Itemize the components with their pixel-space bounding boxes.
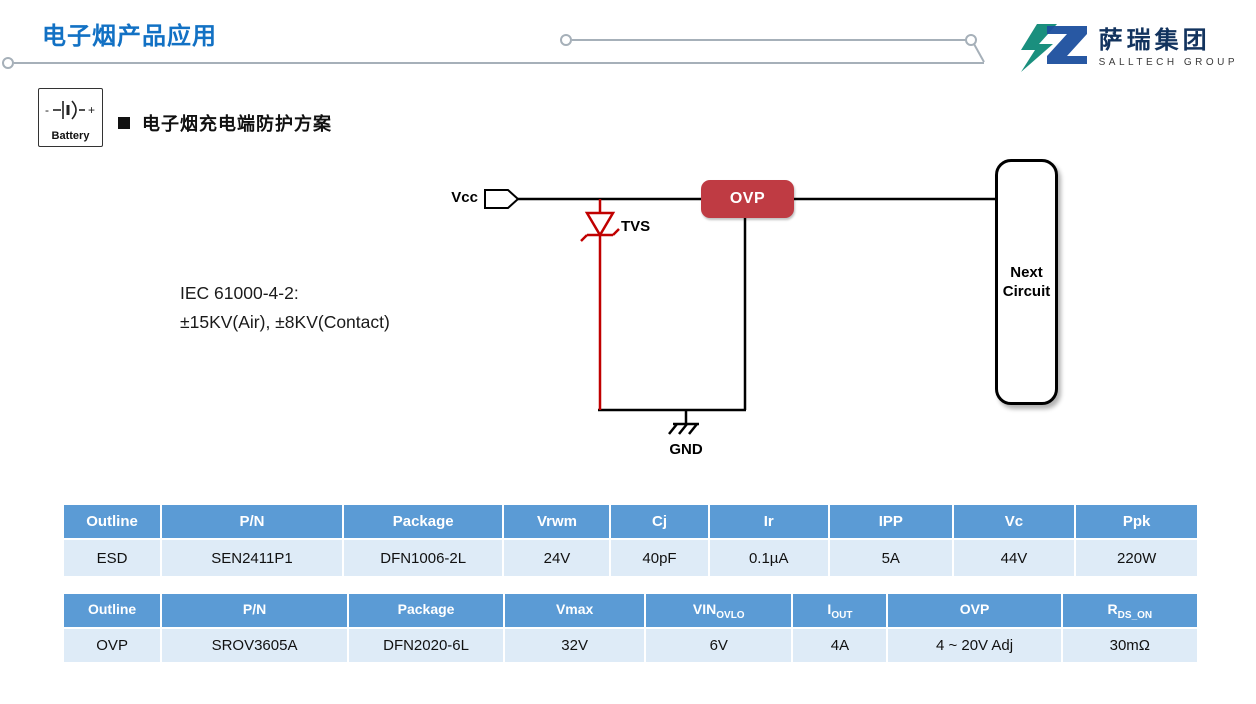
table-cell: 220W [1076, 540, 1197, 576]
next-circuit-line2: Circuit [1002, 283, 1051, 300]
ground-icon [668, 422, 699, 435]
square-bullet-icon [118, 117, 130, 129]
circuit-wires [517, 197, 996, 424]
column-header: Cj [611, 505, 708, 538]
section-heading: 电子烟充电端防护方案 [118, 110, 332, 136]
table-cell: SEN2411P1 [162, 540, 342, 576]
iec-rating-line: ±15KV(Air), ±8KV(Contact) [180, 312, 390, 332]
logo-mark-icon [1020, 24, 1087, 72]
table-cell: ESD [64, 540, 161, 576]
table-cell: OVP [64, 629, 161, 662]
column-header: IOUT [793, 594, 887, 627]
ovp-table-header-row: Outline P/N Package Vmax VINOVLO IOUT OV… [64, 594, 1197, 627]
column-header: Vrwm [504, 505, 610, 538]
ovp-chip: OVP [701, 180, 794, 218]
column-header: P/N [162, 505, 342, 538]
column-header: OVP [888, 594, 1061, 627]
table-cell: 44V [953, 540, 1075, 576]
column-header: Vmax [505, 594, 645, 627]
column-header: P/N [162, 594, 347, 627]
esd-spec-table: Outline P/N Package Vrwm Cj Ir IPP Vc Pp… [62, 503, 1199, 578]
tvs-label: TVS [621, 218, 651, 235]
table-cell: DFN1006-2L [343, 540, 503, 576]
battery-icon-box: - + Battery [38, 88, 103, 147]
column-header: VINOVLO [646, 594, 792, 627]
table-cell: 6V [646, 629, 792, 662]
vcc-connector-icon [484, 189, 520, 209]
logo-subtitle: SALLTECH GROUP [1098, 57, 1238, 69]
gnd-label: GND [669, 441, 703, 458]
svg-text:+: + [88, 103, 95, 117]
table-cell: 40pF [611, 540, 708, 576]
vcc-label: Vcc [451, 189, 478, 206]
table-cell: 4A [793, 629, 887, 662]
table-cell: 5A [829, 540, 952, 576]
page-title: 电子烟产品应用 [42, 23, 217, 50]
column-header: Package [343, 505, 503, 538]
table-cell: DFN2020-6L [348, 629, 504, 662]
column-header: RDS_ON [1062, 594, 1197, 627]
column-header: IPP [829, 505, 952, 538]
svg-text:-: - [45, 103, 49, 117]
ovp-table-data-row: OVP SROV3605A DFN2020-6L 32V 6V 4A 4 ~ 2… [64, 629, 1197, 662]
battery-label: Battery [51, 130, 90, 142]
company-logo: 萨瑞集团 SALLTECH GROUP [1009, 22, 1238, 74]
column-header: Package [348, 594, 504, 627]
esd-table-data-row: ESD SEN2411P1 DFN1006-2L 24V 40pF 0.1µA … [64, 540, 1197, 576]
table-cell: SROV3605A [162, 629, 347, 662]
section-heading-text: 电子烟充电端防护方案 [142, 114, 332, 134]
iec-esd-rating-note: IEC 61000-4-2: ±15KV(Air), ±8KV(Contact) [180, 283, 390, 341]
column-header: Vc [953, 505, 1075, 538]
battery-icon: - + [45, 100, 95, 120]
next-circuit-line1: Next [1010, 263, 1043, 281]
table-cell: 0.1µA [709, 540, 828, 576]
table-cell: 24V [504, 540, 610, 576]
iec-standard-line: IEC 61000-4-2: [180, 283, 299, 303]
logo-text: 萨瑞集团 SALLTECH GROUP [1098, 26, 1238, 69]
column-header: Ir [709, 505, 828, 538]
column-header: Outline [64, 594, 161, 627]
next-circuit-block: Next Circuit [995, 159, 1058, 405]
esd-table-header-row: Outline P/N Package Vrwm Cj Ir IPP Vc Pp… [64, 505, 1197, 538]
column-header: Outline [64, 505, 161, 538]
column-header: Ppk [1076, 505, 1197, 538]
table-cell: 30mΩ [1062, 629, 1197, 662]
ovp-spec-table: Outline P/N Package Vmax VINOVLO IOUT OV… [62, 592, 1199, 664]
tvs-diode-icon [580, 199, 620, 410]
table-cell: 4 ~ 20V Adj [888, 629, 1061, 662]
logo-name: 萨瑞集团 [1098, 26, 1211, 54]
table-cell: 32V [505, 629, 645, 662]
